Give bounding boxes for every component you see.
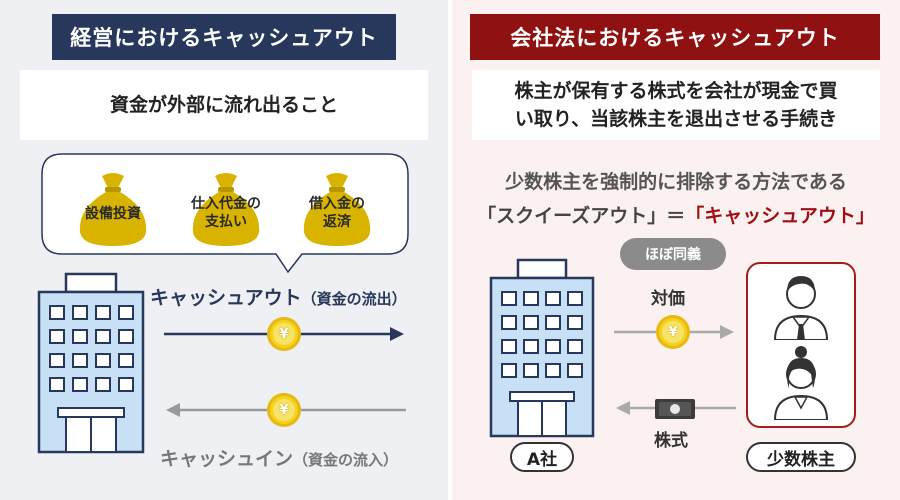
money-bag-icon	[303, 173, 371, 246]
money-bag-icon	[192, 173, 260, 246]
yen-coin-icon: ¥	[656, 315, 690, 349]
panel-divider	[448, 0, 452, 500]
businesswoman-icon	[773, 346, 829, 420]
yen-coin-icon: ¥	[267, 317, 301, 351]
stock-label: 株式	[654, 431, 688, 451]
squeeze-out-equation: 「スクイーズアウト」＝「キャッシュアウト」	[477, 205, 875, 227]
right-title: 会社法におけるキャッシュアウト	[470, 14, 880, 60]
cash-out-label: キャッシュアウト（資金の流出）	[150, 287, 407, 309]
businessman-icon	[773, 276, 829, 340]
banknote-icon	[655, 399, 695, 419]
bag-label-loan: 借入金の 返済	[309, 196, 365, 230]
nearly-synonymous-badge: ほぼ同義	[620, 238, 726, 270]
bag-label-purchase: 仕入代金の 支払い	[191, 196, 261, 230]
cash-in-label: キャッシュイン（資金の流入）	[160, 448, 399, 470]
left-definition: 資金が外部に流れ出ること	[20, 70, 428, 140]
right-definition: 株主が保有する株式を会社が現金で買い取り、当該株主を退出させる手続き	[472, 70, 880, 140]
squeeze-out-description: 少数株主を強制的に排除する方法である	[505, 171, 847, 193]
office-building-icon	[489, 258, 595, 438]
money-bag-icon	[79, 173, 147, 246]
bag-label-equipment: 設備投資	[85, 206, 141, 222]
price-label: 対価	[651, 289, 685, 309]
office-building-icon	[37, 272, 145, 454]
yen-coin-icon: ¥	[267, 393, 301, 427]
minority-shareholders-label: 少数株主	[746, 442, 856, 472]
company-a-label: A社	[510, 442, 574, 472]
left-title: 経営におけるキャッシュアウト	[52, 14, 396, 60]
